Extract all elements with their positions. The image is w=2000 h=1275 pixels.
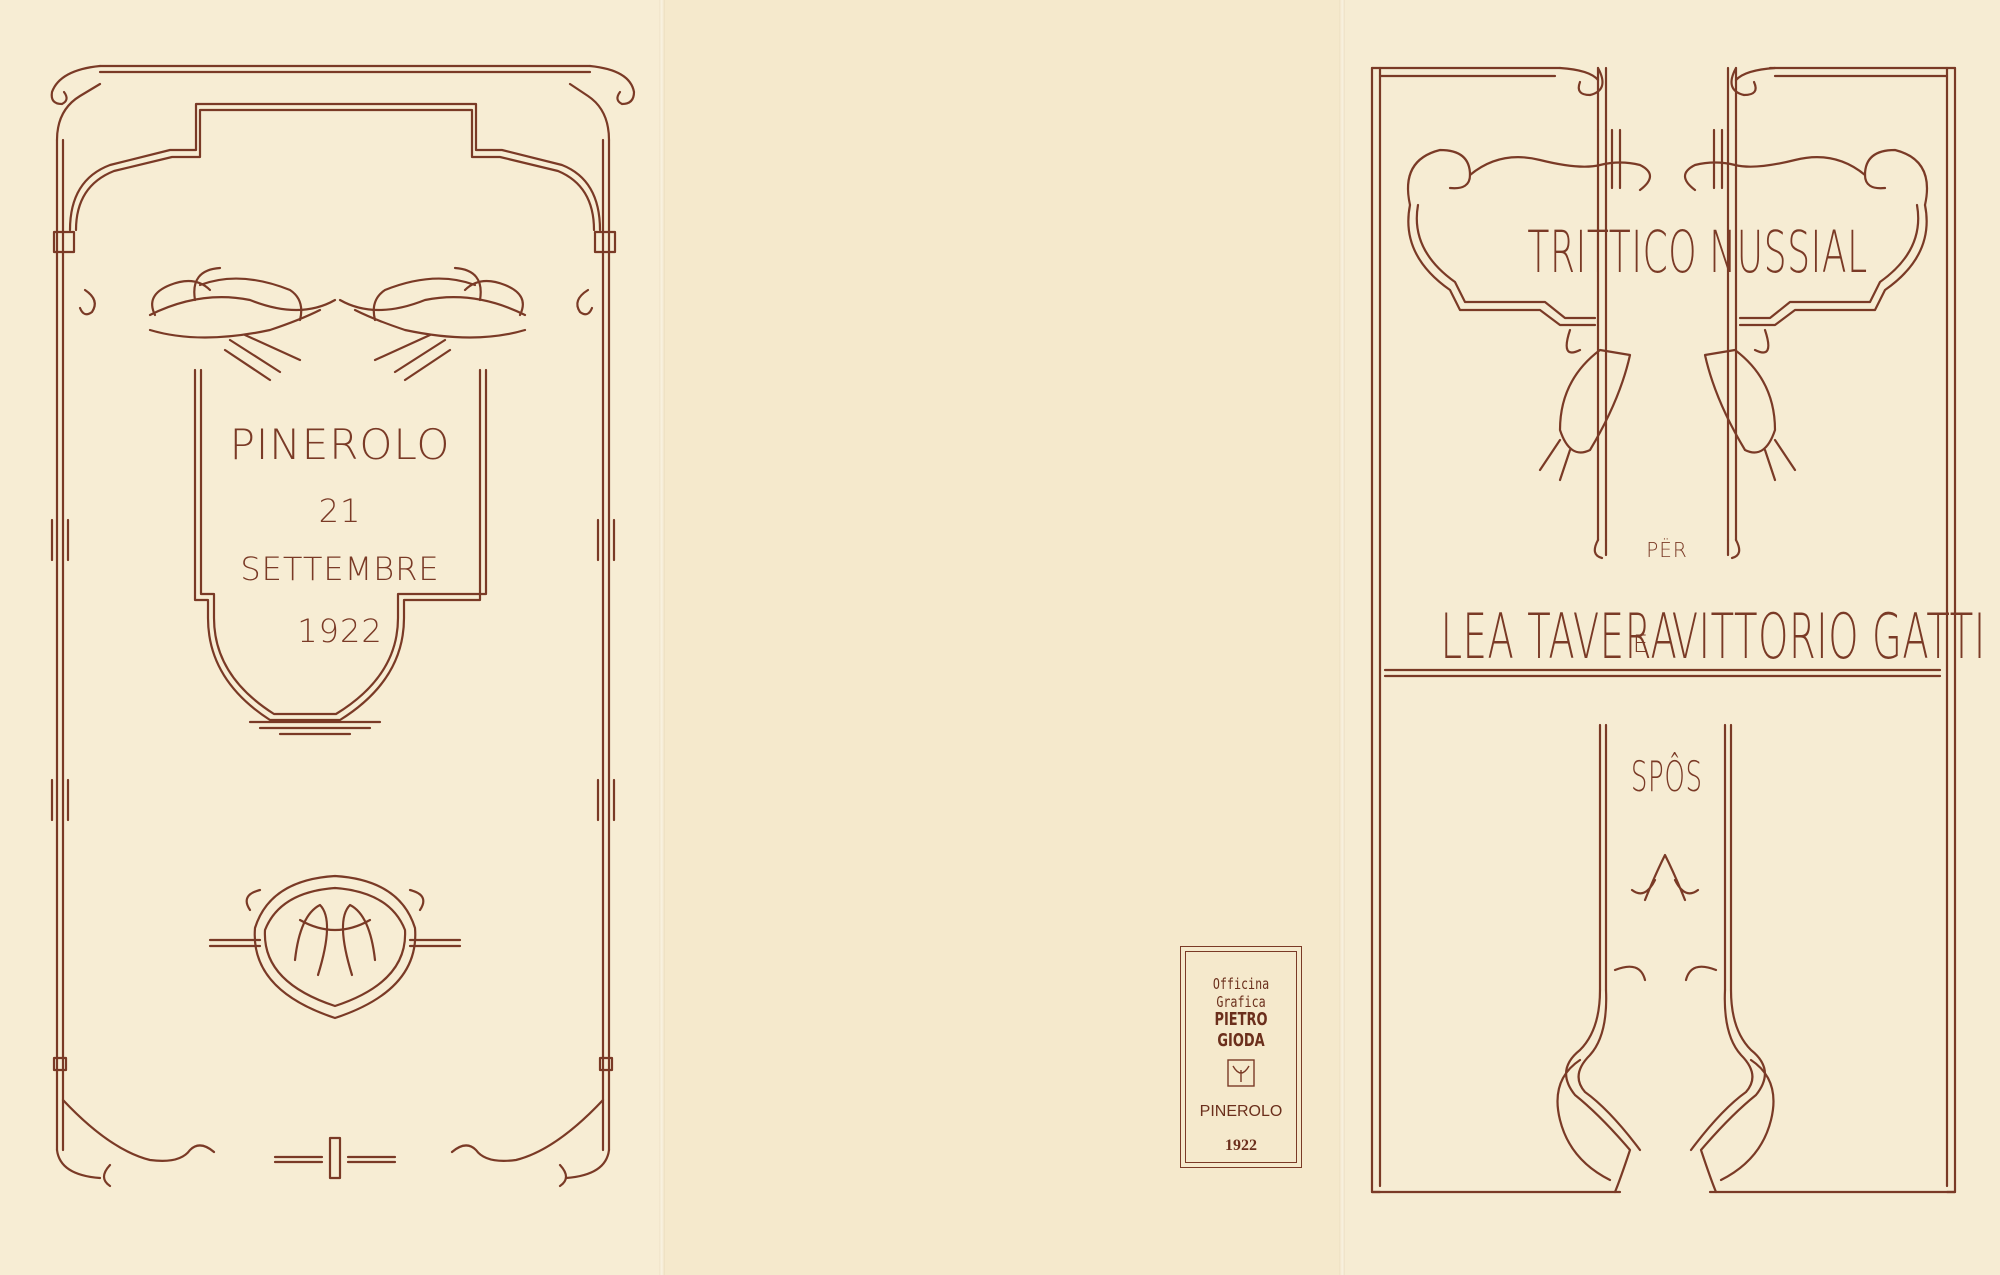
printer-emblem	[1227, 1059, 1255, 1087]
date-year: 1922	[297, 612, 383, 650]
card-title: TRITTICO NUSSIAL	[1527, 218, 1868, 286]
groom-name: VITTORIO GATTI	[1671, 600, 1986, 673]
bride-name: LEA TAVERA	[1440, 600, 1678, 673]
imprint-line1: Officina Grafica	[1212, 975, 1270, 1011]
left-text-frame	[193, 368, 488, 736]
fold-line-right	[1339, 0, 1345, 1275]
date-month: SETTEMBRE	[240, 550, 440, 588]
card-subtitle: SPÔS	[1630, 752, 1703, 801]
date-day: 21	[318, 492, 362, 530]
left-frame	[50, 64, 636, 1188]
imprint-year: 1922	[1225, 1137, 1257, 1154]
right-panel	[1342, 0, 2000, 1275]
imprint-printer: PIETRO GIODA	[1214, 1009, 1268, 1051]
imprint-city: PINEROLO	[1199, 1103, 1283, 1120]
per-label: PËR	[1646, 538, 1688, 562]
left-bottom-emblem	[208, 874, 462, 1020]
fold-line-left	[659, 0, 665, 1275]
left-flower-pair	[148, 266, 527, 382]
place-name: PINEROLO	[229, 420, 451, 469]
name-conjunction: E	[1632, 630, 1650, 658]
printer-imprint: Officina Grafica PIETRO GIODA PINEROLO 1…	[1180, 946, 1302, 1168]
right-frame	[1370, 66, 1957, 1194]
left-panel	[0, 0, 662, 1275]
